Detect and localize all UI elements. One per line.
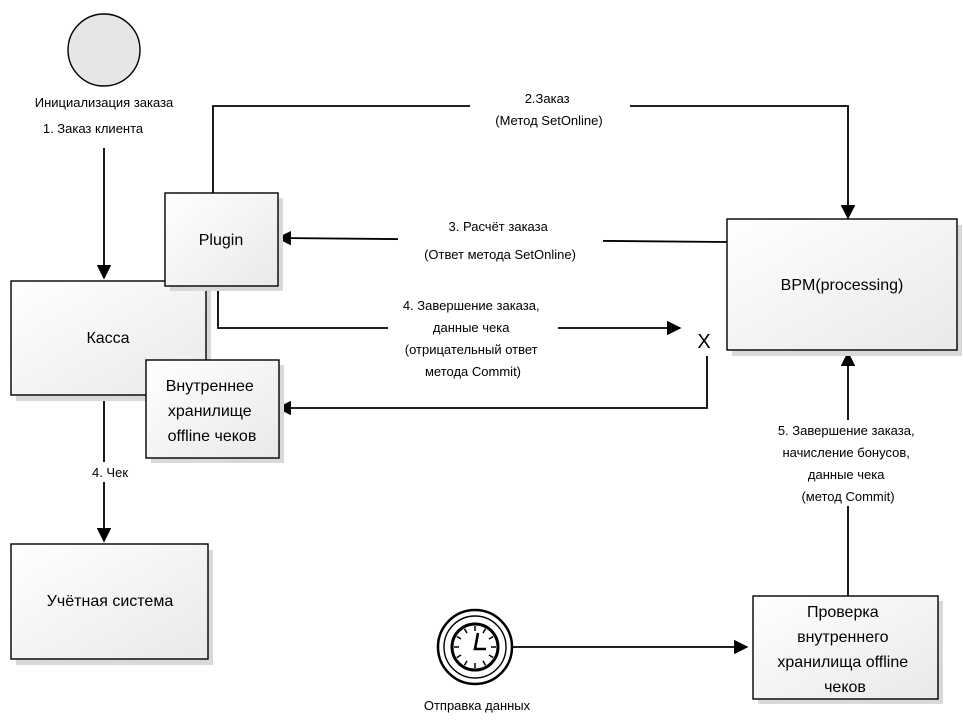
accounting-label: Учётная система [47, 593, 174, 610]
check-storage-box[interactable] [752, 595, 943, 704]
edge-label-5: 5. Завершение заказа, начисление бонусов… [778, 423, 918, 504]
timer-label: Отправка данных [424, 698, 531, 713]
edge-gateway-to-storage [276, 356, 708, 416]
edge-label-4: 4. Завершение заказа, данные чека (отриц… [403, 298, 543, 379]
accounting-box[interactable] [10, 543, 213, 665]
kassa-label: Касса [86, 330, 129, 347]
edge-label-2: 2.Заказ (Метод SetOnline) [495, 91, 602, 128]
bpm-box[interactable] [726, 218, 962, 356]
start-event [67, 13, 141, 87]
storage-label: Внутреннее хранилище offline чеков [166, 378, 259, 445]
check-storage-label: Проверка внутреннего хранилища offline ч… [777, 604, 912, 696]
bpm-label: BPM(processing) [781, 277, 904, 294]
plugin-label: Plugin [199, 232, 243, 249]
edge-label-4-check: 4. Чек [92, 465, 128, 480]
gateway-x-mark: X [697, 331, 710, 353]
clock-icon [436, 608, 514, 686]
edge-label-1: 1. Заказ клиента [43, 121, 144, 136]
storage-box[interactable] [145, 359, 284, 463]
edge-label-3: 3. Расчёт заказа (Ответ метода SetOnline… [424, 219, 576, 262]
plugin-box[interactable] [164, 192, 283, 291]
start-event-label: Инициализация заказа [35, 95, 174, 110]
